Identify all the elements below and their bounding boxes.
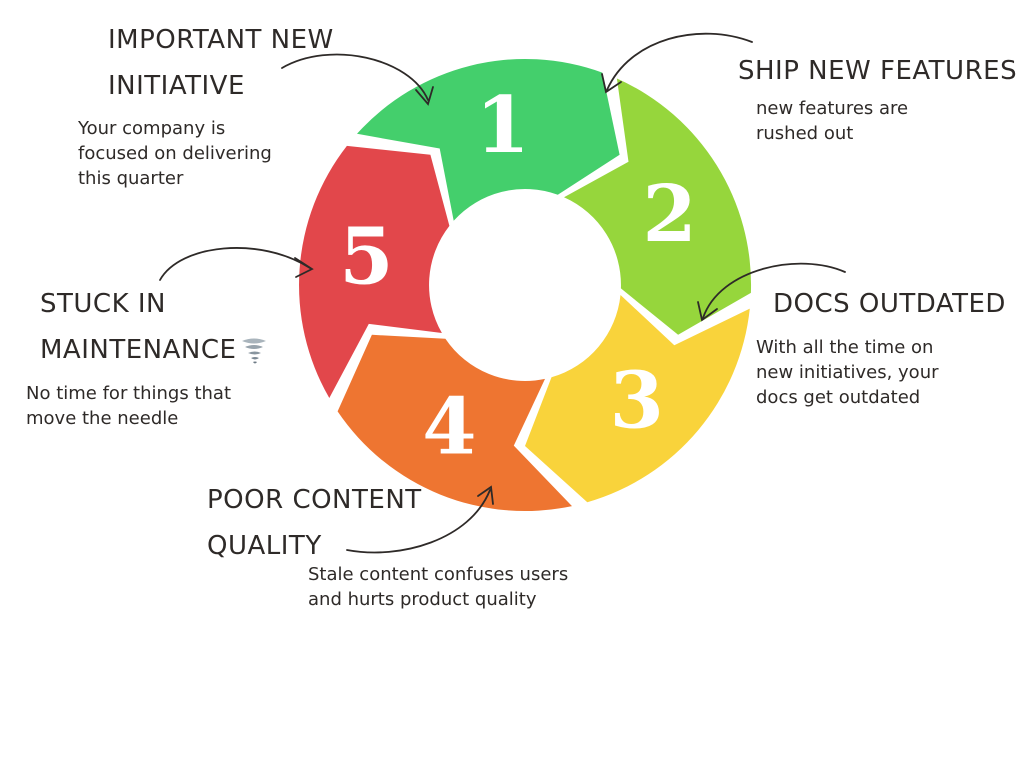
step-2-title-line1: SHIP NEW FEATURES	[738, 56, 1018, 86]
step-4-description-line2: and hurts product quality	[308, 589, 537, 610]
arrow-step-3	[702, 262, 846, 319]
step-1-description-line1: Your company is	[78, 118, 226, 139]
step-3-description-line1: With all the time on	[756, 337, 934, 358]
arrowhead-step-2	[601, 73, 622, 94]
step-1-title: IMPORTANT NEW INITIATIVE	[108, 17, 334, 109]
arrowhead-step-4	[477, 485, 494, 505]
step-4-description-line1: Stale content confuses users	[308, 564, 569, 585]
step-5-description: No time for things that move the needle	[26, 381, 231, 431]
arrow-step-1	[281, 53, 429, 101]
cycle-segment-4	[337, 334, 572, 512]
step-number-1: 1	[475, 80, 529, 171]
step-2-title: SHIP NEW FEATURES	[738, 48, 1017, 94]
step-3-description: With all the time on new initiatives, yo…	[756, 335, 939, 410]
tornado-icon	[242, 338, 267, 363]
step-2-description: new features are rushed out	[756, 96, 908, 146]
step-2-description-line2: rushed out	[756, 123, 854, 144]
step-4-title: POOR CONTENT QUALITY	[207, 477, 422, 569]
arrow-step-5	[159, 247, 311, 281]
step-number-3: 3	[610, 355, 664, 446]
step-1-description-line3: this quarter	[78, 168, 184, 189]
step-number-4: 4	[422, 382, 476, 473]
step-1-title-line1: IMPORTANT NEW	[108, 25, 334, 55]
step-3-description-line3: docs get outdated	[756, 387, 921, 408]
step-4-description: Stale content confuses users and hurts p…	[308, 562, 568, 612]
cycle-segment-5	[299, 145, 450, 398]
step-1-description-line2: focused on delivering	[78, 143, 272, 164]
step-3-title: DOCS OUTDATED	[773, 281, 1006, 327]
cycle-segment-3	[525, 295, 750, 503]
arrowhead-step-5	[294, 257, 314, 278]
step-3-title-line1: DOCS OUTDATED	[773, 289, 1006, 319]
step-1-description: Your company is focused on delivering th…	[78, 116, 272, 191]
step-5-title: STUCK IN MAINTENANCE	[40, 281, 268, 373]
step-2-description-line1: new features are	[756, 98, 909, 119]
step-5-description-line1: No time for things that	[26, 383, 232, 404]
cycle-segment-2	[564, 78, 752, 335]
step-number-2: 2	[643, 169, 697, 260]
step-5-description-line2: move the needle	[26, 408, 179, 429]
step-4-title-line1: POOR CONTENT	[207, 485, 422, 515]
step-4-title-line2: QUALITY	[207, 531, 322, 561]
step-5-title-line2: MAINTENANCE	[40, 335, 237, 365]
arrowhead-step-1	[415, 86, 434, 106]
step-3-description-line2: new initiatives, your	[756, 362, 939, 383]
step-5-title-line1: STUCK IN	[40, 289, 167, 319]
arrow-step-4	[346, 489, 491, 554]
arrowhead-step-3	[697, 301, 718, 322]
step-1-title-line2: INITIATIVE	[108, 71, 245, 101]
cycle-segment-1	[357, 58, 620, 221]
step-number-5: 5	[339, 212, 393, 303]
arrow-step-2	[606, 32, 753, 91]
